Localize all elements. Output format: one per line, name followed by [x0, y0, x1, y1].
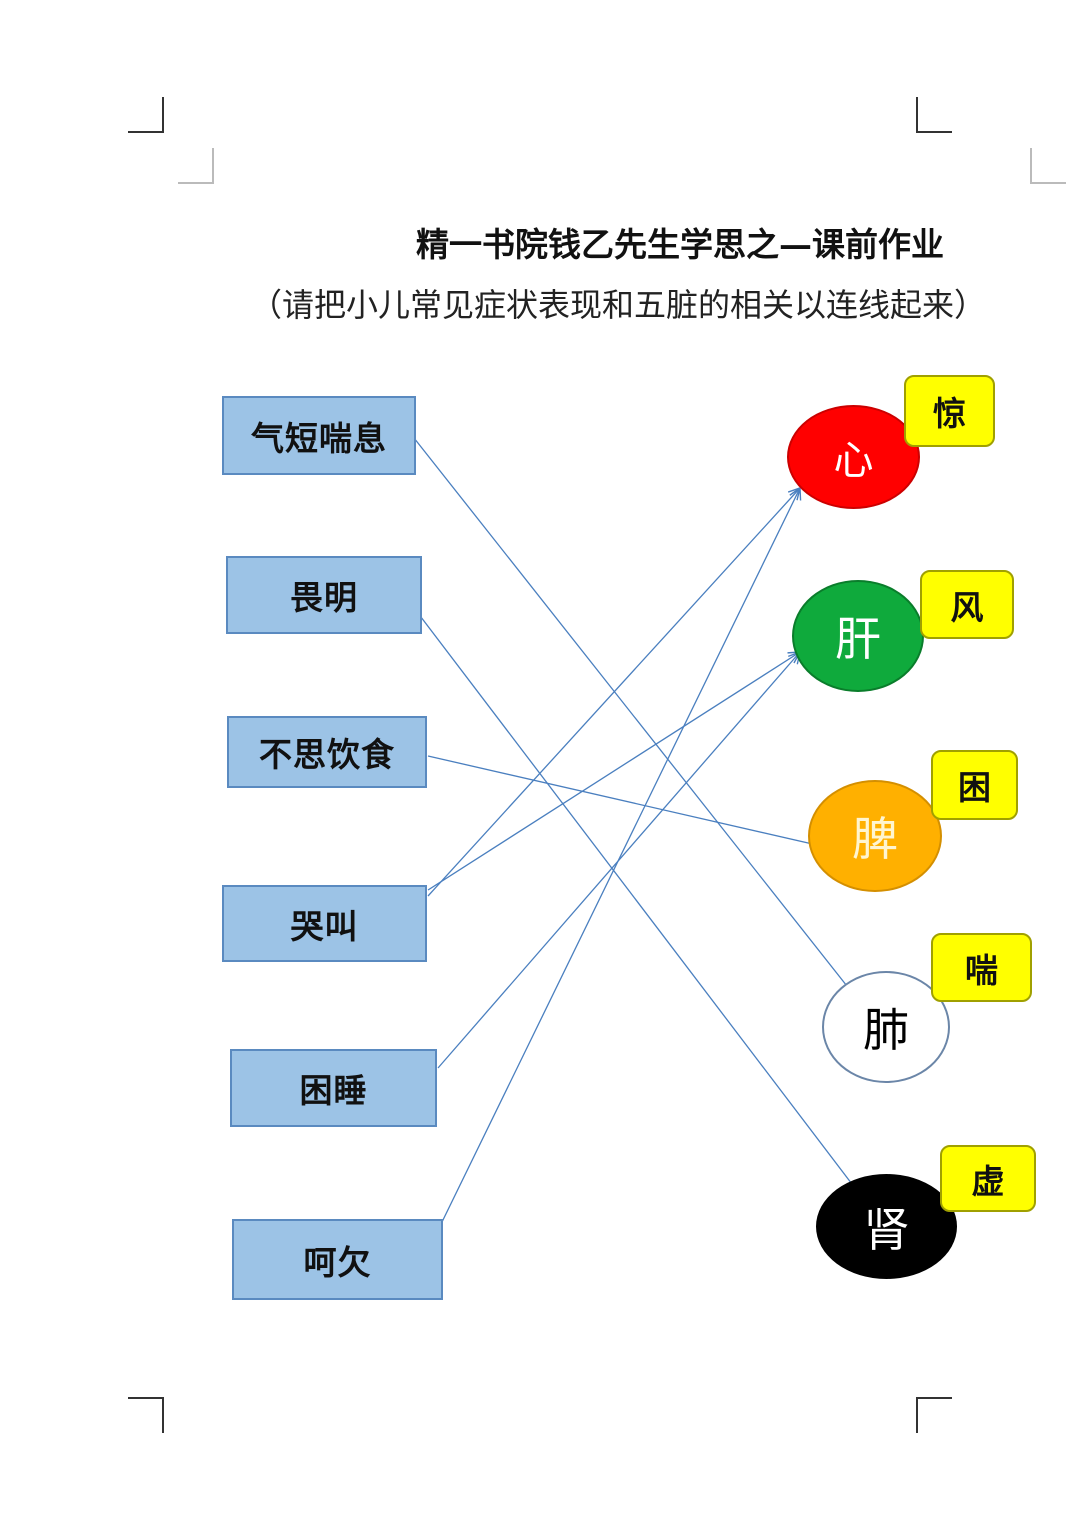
page-subtitle: （请把小儿常见症状表现和五脏的相关以连线起来）	[250, 286, 987, 324]
organ-circle-heart[interactable]: 心	[787, 405, 920, 509]
organ-circle-kidney[interactable]: 肾	[816, 1174, 957, 1279]
corner-mark-top-right-inner	[1030, 148, 1066, 184]
organ-tag-liver: 风	[920, 570, 1014, 639]
page-title: 精一书院钱乙先生学思之—课前作业	[416, 225, 944, 264]
connector-line-2	[427, 755, 832, 853]
symptom-box-crying[interactable]: 哭叫	[222, 885, 427, 962]
corner-mark-top-left	[128, 97, 164, 133]
connector-line-3	[427, 486, 801, 897]
symptom-box-yawning[interactable]: 呵欠	[232, 1219, 443, 1300]
organ-tag-heart: 惊	[904, 375, 995, 447]
symptom-box-photophobia[interactable]: 畏明	[226, 556, 422, 634]
corner-mark-top-right	[916, 97, 952, 133]
organ-circle-liver[interactable]: 肝	[792, 580, 924, 692]
organ-circle-spleen[interactable]: 脾	[808, 780, 942, 892]
connector-line-6	[441, 486, 802, 1223]
connector-line-4	[427, 651, 802, 891]
corner-mark-bottom-left	[128, 1397, 164, 1433]
connector-line-1	[407, 599, 859, 1194]
organ-tag-lung: 喘	[931, 933, 1032, 1002]
symptom-box-poor-appetite[interactable]: 不思饮食	[227, 716, 427, 788]
organ-circle-lung[interactable]: 肺	[822, 971, 950, 1083]
connector-line-0	[413, 437, 859, 1002]
corner-mark-top-left-inner	[178, 148, 214, 184]
symptom-box-shortness-of-breath[interactable]: 气短喘息	[222, 396, 416, 475]
organ-tag-spleen: 困	[931, 750, 1018, 820]
symptom-box-drowsiness[interactable]: 困睡	[230, 1049, 437, 1127]
organ-tag-kidney: 虚	[940, 1145, 1036, 1212]
corner-mark-bottom-right	[916, 1397, 952, 1433]
